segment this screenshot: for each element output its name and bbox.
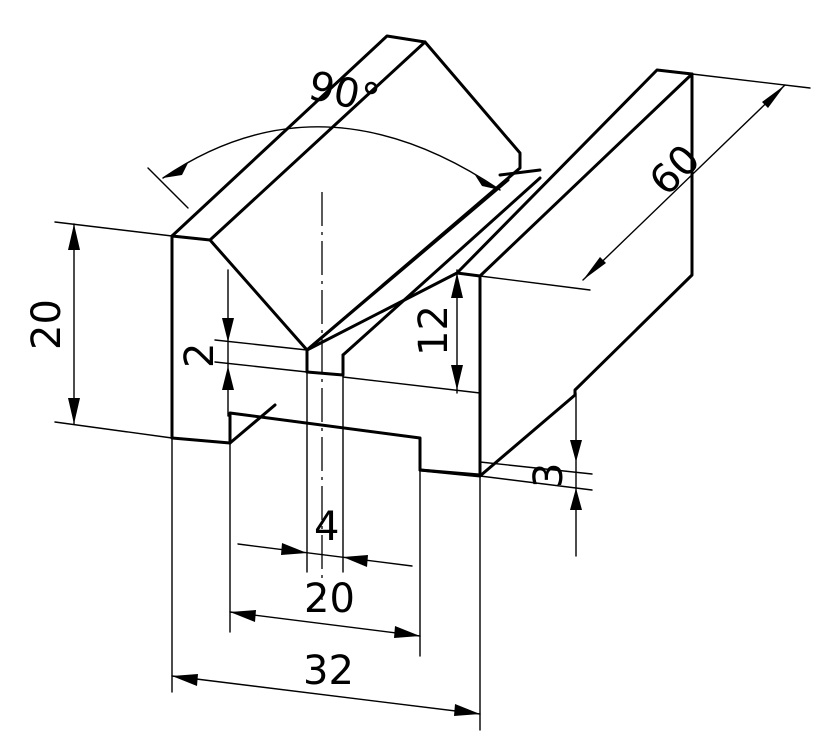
angle-dimension [147, 126, 501, 209]
length-dimension-text: 60 [641, 136, 710, 205]
v-block-outline [170, 34, 694, 478]
groove-depth-dimension [342, 269, 481, 394]
step-dimension [479, 392, 593, 557]
slot-width-dimension-text: 4 [314, 504, 339, 550]
height-dimension [54, 221, 173, 439]
length-dimension [479, 73, 811, 291]
angle-dimension-text: 90° [305, 63, 384, 123]
slot-depth-dimension-text: 2 [177, 343, 223, 368]
step-dimension-text: 3 [526, 463, 572, 488]
height-dimension-text: 20 [24, 299, 70, 350]
channel-width-dimension-text: 20 [304, 576, 355, 622]
groove-depth-dimension-text: 12 [411, 305, 457, 356]
overall-width-dimension [171, 437, 481, 731]
slot-depth-dimension [214, 269, 308, 417]
channel-width-dimension [229, 442, 421, 657]
overall-width-dimension-text: 32 [303, 648, 354, 694]
slot-width-dimension [237, 371, 413, 573]
